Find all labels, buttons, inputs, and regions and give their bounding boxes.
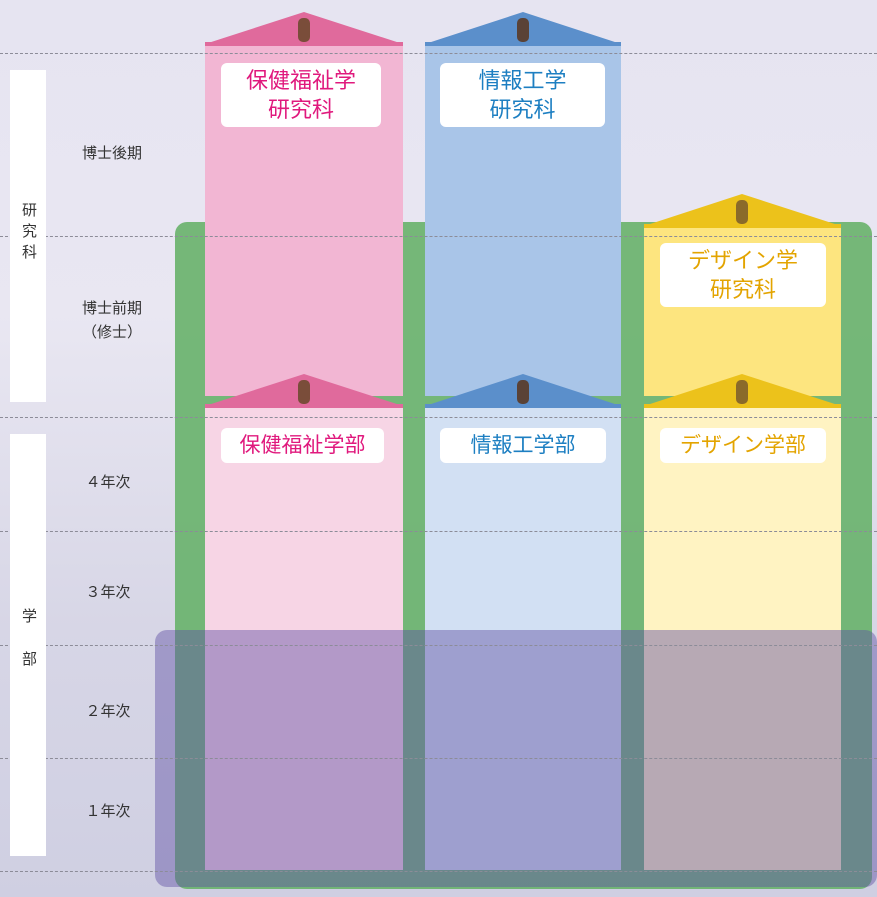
row-line-doctor — [0, 236, 877, 237]
level-year1: １年次 — [85, 802, 131, 820]
row-line-faculty — [0, 417, 877, 418]
level-year3: ３年次 — [85, 583, 131, 601]
design-faculty-roof-icon — [644, 374, 841, 408]
health-graduate-label: 保健福祉学 研究科 — [221, 63, 381, 127]
row-line-year1 — [0, 758, 877, 759]
info-graduate-line2: 研究科 — [489, 98, 556, 123]
health-faculty-block — [205, 408, 403, 870]
level-doctor-early-text: 博士前期 — [81, 299, 142, 317]
graduate-side-tag — [10, 70, 46, 402]
health-graduate-roof-icon — [205, 12, 403, 46]
info-faculty-label: 情報工学部 — [440, 428, 606, 463]
health-faculty-roof-icon — [205, 374, 403, 408]
design-faculty-label: デザイン学部 — [660, 428, 826, 463]
level-doctor-late: 博士後期 — [81, 144, 142, 162]
health-graduate-line1: 保健福祉学 — [245, 69, 356, 94]
info-graduate-roof-icon — [425, 12, 621, 46]
info-graduate-line1: 情報工学 — [478, 69, 567, 94]
info-faculty-block — [425, 408, 621, 870]
row-line-bottom — [0, 871, 877, 872]
undergrad-side-label: 学部 — [20, 608, 38, 694]
level-master-text: （修士） — [81, 323, 142, 341]
row-line-year2 — [0, 645, 877, 646]
row-line-year3 — [0, 531, 877, 532]
info-faculty-roof-icon — [425, 374, 621, 408]
level-year4: ４年次 — [85, 473, 131, 491]
design-graduate-line2: 研究科 — [709, 278, 776, 303]
health-faculty-label: 保健福祉学部 — [221, 428, 384, 463]
undergrad-side-tag — [10, 434, 46, 856]
graduate-side-label: 研究科 — [20, 202, 38, 265]
design-graduate-line1: デザイン学 — [687, 249, 798, 274]
design-faculty-block — [644, 408, 841, 870]
level-year2: ２年次 — [85, 702, 131, 720]
design-graduate-label: デザイン学 研究科 — [660, 243, 826, 307]
info-graduate-label: 情報工学 研究科 — [440, 63, 605, 127]
design-graduate-roof-icon — [644, 194, 841, 228]
row-line-top — [0, 53, 877, 54]
level-doctor-early: 博士前期 （修士） — [62, 296, 162, 344]
health-graduate-line2: 研究科 — [267, 98, 334, 123]
